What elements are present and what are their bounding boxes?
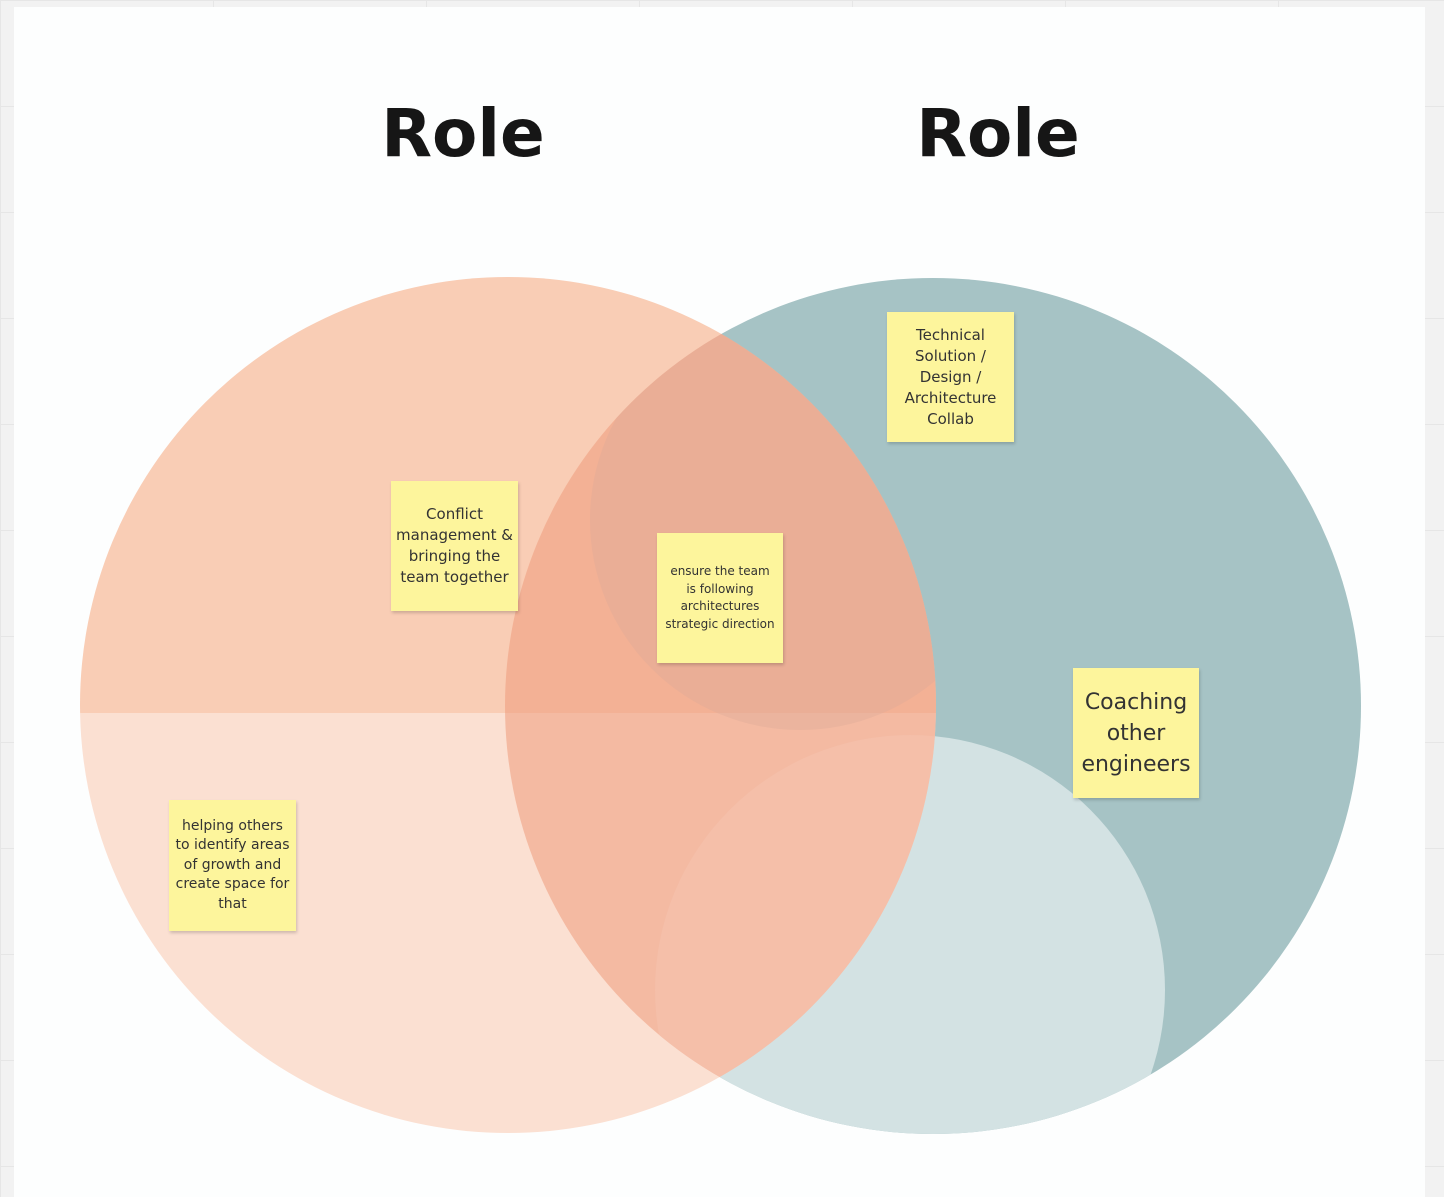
sticky-text: helping others to identify areas of grow… [175,817,290,912]
sticky-note[interactable]: Technical Solution / Design / Architectu… [887,312,1014,442]
sticky-text: Conflict management & bringing the team … [396,505,513,586]
sticky-note[interactable]: ensure the team is following architectur… [657,533,783,663]
sticky-note[interactable]: Coaching other engineers [1073,668,1199,798]
sticky-note[interactable]: Conflict management & bringing the team … [391,481,518,611]
left-role-title: Role [381,95,545,172]
sticky-text: ensure the team is following architectur… [665,564,775,631]
right-role-title: Role [916,95,1080,172]
sticky-text: Coaching other engineers [1081,689,1191,777]
sticky-text: Technical Solution / Design / Architectu… [904,325,997,428]
sticky-note[interactable]: helping others to identify areas of grow… [169,800,296,931]
